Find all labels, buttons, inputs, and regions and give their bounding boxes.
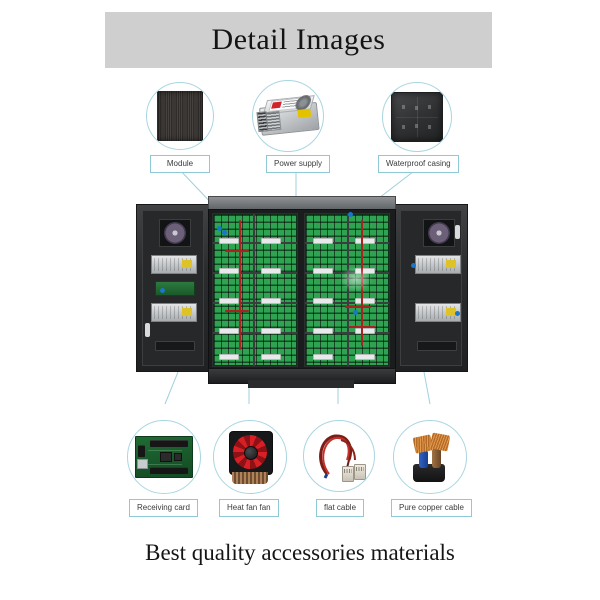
header-banner: Detail Images	[105, 12, 492, 68]
right-door-psu-bottom	[415, 303, 461, 322]
left-door-receiving-card	[155, 281, 195, 296]
callout-label-heat-fan: Heat fan fan	[219, 499, 279, 517]
led-display-cabinet-photo	[136, 196, 468, 388]
cabinet-foot	[248, 380, 354, 388]
heat-fan-circle	[213, 420, 287, 494]
cable-core-blue	[419, 450, 428, 468]
left-door-handle	[145, 323, 150, 337]
left-door-psu-top	[151, 255, 197, 274]
module-circle	[146, 82, 214, 150]
marker-dot-cabinet-top	[348, 212, 353, 217]
waterproof-casing-icon	[391, 92, 443, 142]
copper-cable-icon	[403, 432, 457, 482]
cable-outer-sheath	[413, 464, 445, 482]
led-panel-column-right	[304, 213, 390, 367]
left-door-vent-slot	[155, 341, 195, 351]
receiving-card-icon	[135, 436, 193, 478]
right-door-psu-top	[415, 255, 461, 274]
power-supply-circle	[252, 80, 324, 152]
receiving-card-circle	[127, 420, 201, 494]
flat-cable-icon	[311, 430, 367, 482]
power-supply-icon	[256, 94, 320, 138]
copper-strands-right	[429, 432, 451, 452]
marker-dot-psu-right	[411, 263, 416, 268]
led-panel-column-left	[212, 213, 298, 367]
callout-label-module: Module	[150, 155, 210, 173]
psu-terminal-block	[256, 111, 269, 133]
cable-connector-2	[354, 464, 366, 480]
right-door-vent-slot	[417, 341, 457, 351]
page-title: Detail Images	[211, 23, 386, 56]
cable-connector-1	[342, 466, 354, 482]
marker-dot-receiving-card	[160, 288, 165, 293]
cable-core-brown	[432, 448, 441, 468]
left-door-psu-bottom	[151, 303, 197, 322]
marker-dot-cable-right	[455, 311, 460, 316]
callout-label-flat-cable: flat cable	[316, 499, 365, 517]
marker-dot-panel-right	[353, 310, 358, 315]
marker-dot-cabinet-edge	[222, 230, 227, 235]
right-door-handle	[455, 225, 460, 239]
callout-label-power-supply: Power supply	[266, 155, 331, 173]
callout-label-copper-cable: Pure copper cable	[391, 499, 472, 517]
cabinet-right-door	[394, 204, 468, 372]
led-module-icon	[157, 91, 203, 141]
right-door-fan	[423, 219, 455, 247]
callout-label-receiving-card: Receiving card	[129, 499, 198, 517]
heat-fan-icon	[223, 429, 277, 485]
flat-cable-circle	[303, 420, 375, 492]
marker-dot-panel-left	[217, 226, 222, 231]
left-door-fan	[159, 219, 191, 247]
psu-yellow-marker	[297, 108, 312, 118]
callout-label-waterproof-casing: Waterproof casing	[378, 155, 459, 173]
footer-caption: Best quality accessories materials	[145, 540, 455, 565]
cabinet-left-door	[136, 204, 210, 372]
waterproof-casing-circle	[382, 82, 452, 152]
copper-cable-circle	[393, 420, 467, 494]
